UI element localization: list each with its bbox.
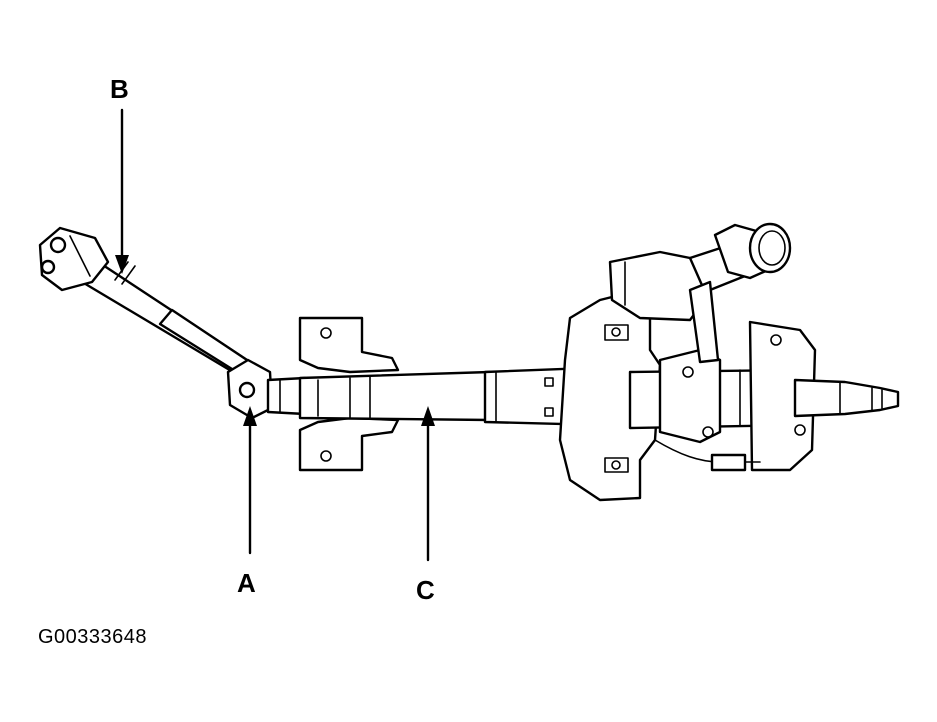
label-a: A: [237, 568, 256, 598]
tilt-lock-assembly: [608, 222, 792, 444]
steering-shaft-end: [748, 320, 900, 472]
lower-universal-joint: [226, 358, 307, 420]
label-b: B: [110, 74, 129, 104]
arrow-a-head: [243, 406, 257, 426]
figure-code: G00333648: [38, 626, 148, 648]
upper-mounting-bracket: [558, 288, 662, 502]
lower-mounting-bracket: [298, 316, 400, 472]
upper-universal-joint: [38, 226, 110, 292]
label-c: C: [416, 575, 435, 605]
arrow-c-head: [421, 406, 435, 426]
arrow-b-head: [115, 255, 129, 274]
wire-harness: [654, 439, 761, 472]
leader-arrows: [115, 108, 435, 562]
